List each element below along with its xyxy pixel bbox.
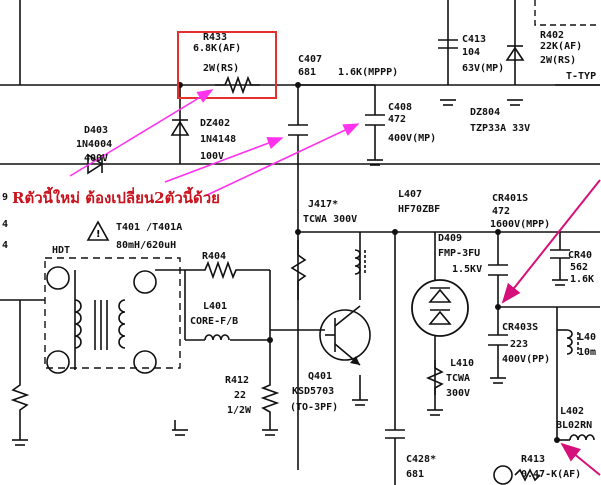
r412-rating: 1/2W bbox=[227, 405, 252, 416]
d403-diode-symbol[interactable] bbox=[87, 153, 104, 175]
annotation-arrows bbox=[69, 89, 601, 476]
r413-resistor-symbol[interactable] bbox=[493, 465, 541, 485]
dz804-diode-symbol[interactable] bbox=[505, 45, 525, 106]
cr40-value: 562 bbox=[570, 262, 588, 273]
c407-rating: 1.6K(MPPP) bbox=[338, 67, 398, 78]
q401-part: KSD5703 bbox=[292, 386, 334, 397]
c408-label: C408 bbox=[388, 102, 412, 113]
pin-4b-label: 4 bbox=[2, 240, 8, 251]
c413-rating: 63V(MP) bbox=[462, 63, 504, 74]
cr401s-rating: 1600V(MPP) bbox=[490, 219, 550, 230]
c413-capacitor-symbol[interactable] bbox=[438, 39, 458, 106]
j417-label: J417* bbox=[308, 199, 338, 210]
l407-label: L407 bbox=[398, 189, 422, 200]
l401-label: L401 bbox=[203, 301, 227, 312]
q401-label: Q401 bbox=[308, 371, 332, 382]
cr401s-value: 472 bbox=[492, 206, 510, 217]
r412-resistor-symbol[interactable] bbox=[260, 380, 280, 436]
r413-value: 0.47-K(AF) bbox=[521, 469, 581, 480]
cr40-label: CR40 bbox=[568, 250, 592, 261]
j417-type: TCWA 300V bbox=[303, 214, 357, 225]
ground-symbols bbox=[172, 399, 368, 436]
c408-capacitor-symbol[interactable] bbox=[365, 114, 385, 166]
l402-inductor-symbol[interactable] bbox=[557, 434, 595, 441]
dz402-label: DZ402 bbox=[200, 118, 230, 129]
l40-inductor-symbol[interactable] bbox=[557, 329, 579, 355]
d403-label: D403 bbox=[84, 125, 108, 136]
l40-value: 10m bbox=[578, 347, 596, 358]
t401-value: 80mH/620uH bbox=[116, 240, 176, 251]
cr40-rating: 1.6K bbox=[570, 274, 594, 285]
d409-diode-symbol[interactable] bbox=[411, 279, 469, 337]
annotation-note: Rตัวนี้ใหม่ ต้องเปลี่ยน2ตัวนี้ด้วย bbox=[12, 186, 220, 207]
dz804-part: TZP33A 33V bbox=[470, 123, 530, 134]
c413-label: C413 bbox=[462, 34, 486, 45]
component-labels: R433 6.8K(AF) 2W(RS) C407 681 1.6K(MPPP)… bbox=[2, 30, 596, 480]
left-resistor-symbol[interactable] bbox=[10, 380, 30, 446]
r402-label: R402 bbox=[540, 30, 564, 41]
r402-dashed-box bbox=[534, 0, 600, 26]
l40-label: L40 bbox=[578, 332, 596, 343]
dz804-label: DZ804 bbox=[470, 107, 500, 118]
l402-part: BL02RN bbox=[556, 420, 592, 431]
c413-value: 104 bbox=[462, 47, 480, 58]
r404-resistor-symbol[interactable] bbox=[185, 260, 245, 280]
cr401s-capacitor-symbol[interactable] bbox=[488, 264, 508, 276]
cr403s-capacitor-symbol[interactable] bbox=[488, 334, 508, 384]
dz402-rating: 100V bbox=[200, 151, 224, 162]
r433-rating: 2W(RS) bbox=[203, 63, 239, 74]
l401-core: CORE-F/B bbox=[190, 316, 238, 327]
d403-part: 1N4004 bbox=[76, 139, 112, 150]
r402-rating: 2W(RS) bbox=[540, 55, 576, 66]
c408-rating: 400V(MP) bbox=[388, 133, 436, 144]
l401-inductor-symbol[interactable] bbox=[204, 334, 230, 341]
l402-label: L402 bbox=[560, 406, 584, 417]
l410-rating: 300V bbox=[446, 388, 470, 399]
q401-package: (TO-3PF) bbox=[290, 402, 338, 413]
r402-type: T-TYP bbox=[566, 71, 596, 82]
l410-inductor-symbol[interactable] bbox=[425, 360, 444, 416]
dz402-diode-symbol[interactable] bbox=[170, 119, 190, 136]
highlight-box bbox=[177, 31, 277, 99]
j417-jumper-symbol[interactable] bbox=[290, 240, 307, 300]
l407-part: HF70ZBF bbox=[398, 204, 440, 215]
hdt-label: HDT bbox=[52, 245, 70, 256]
cr401s-label: CR401S bbox=[492, 193, 528, 204]
dz402-part: 1N4148 bbox=[200, 134, 236, 145]
c428-value: 681 bbox=[406, 469, 424, 480]
c428-label: C428* bbox=[406, 454, 436, 465]
coil-symbol[interactable] bbox=[354, 249, 366, 275]
d409-part: FMP-3FU bbox=[438, 248, 480, 259]
cr403s-rating: 400V(PP) bbox=[502, 354, 550, 365]
r433-resistor-symbol[interactable] bbox=[215, 75, 260, 95]
r433-label: R433 bbox=[203, 32, 227, 43]
r402-value: 22K(AF) bbox=[540, 41, 582, 52]
cr403s-value: 223 bbox=[510, 339, 528, 350]
q401-transistor-symbol[interactable] bbox=[319, 305, 371, 366]
cr403s-label: CR403S bbox=[502, 322, 538, 333]
r413-label: R413 bbox=[521, 454, 545, 465]
pin-9-label: 9 bbox=[2, 192, 8, 203]
svg-text:!: ! bbox=[96, 229, 101, 240]
warning-triangle-icon: ! bbox=[86, 220, 110, 241]
c407-value: 681 bbox=[298, 67, 316, 78]
c408-value: 472 bbox=[388, 114, 406, 125]
r404-label: R404 bbox=[202, 251, 226, 262]
r412-label: R412 bbox=[225, 375, 249, 386]
l410-label: L410 bbox=[450, 358, 474, 369]
d409-label: D409 bbox=[438, 233, 462, 244]
c407-capacitor-symbol[interactable] bbox=[288, 124, 308, 136]
t401-label: T401 /T401A bbox=[116, 222, 182, 233]
c428-capacitor-symbol[interactable] bbox=[385, 429, 405, 485]
hdt-transformer-symbol[interactable] bbox=[44, 257, 181, 374]
pin-4a-label: 4 bbox=[2, 219, 8, 230]
r433-value: 6.8K(AF) bbox=[193, 43, 241, 54]
l410-type: TCWA bbox=[446, 373, 470, 384]
c407-label: C407 bbox=[298, 54, 322, 65]
cr40-capacitor-symbol[interactable] bbox=[550, 249, 570, 286]
d409-rating: 1.5KV bbox=[452, 264, 482, 275]
d403-rating: 400V bbox=[84, 153, 108, 164]
r412-value: 22 bbox=[234, 390, 246, 401]
